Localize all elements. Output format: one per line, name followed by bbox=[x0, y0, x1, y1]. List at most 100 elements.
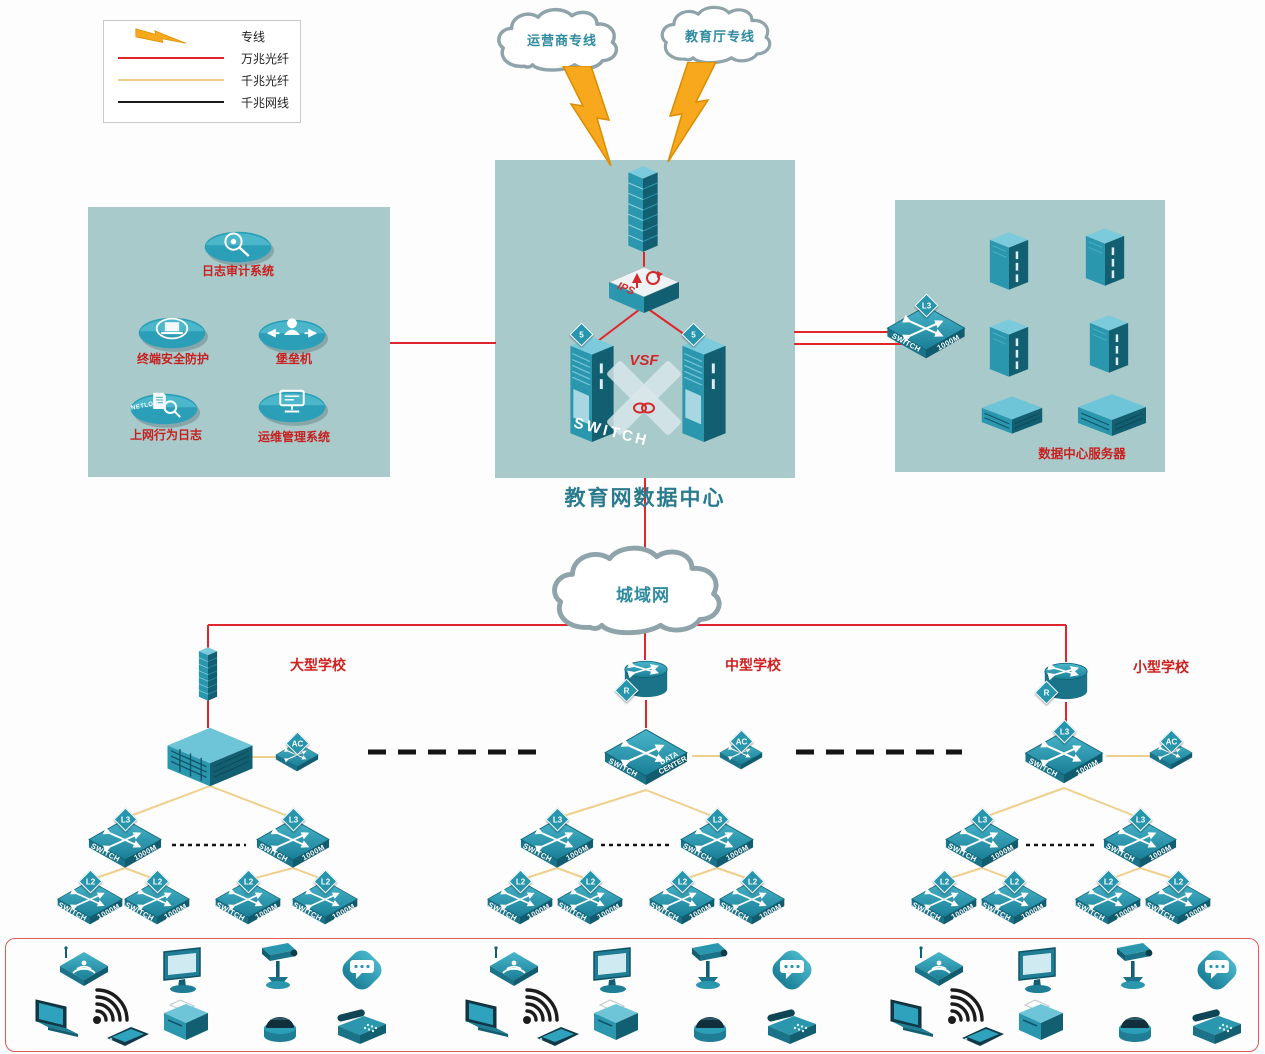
l2-access-switch[interactable]: L2 SWITCH 1000M bbox=[212, 869, 284, 930]
l3-aggregation-switch[interactable]: L3 SWITCH 1000M bbox=[942, 807, 1022, 874]
l3-aggregation-switch[interactable]: L3 SWITCH 1000M bbox=[517, 807, 597, 874]
smartphone[interactable] bbox=[533, 1014, 583, 1050]
legend-label: 专线 bbox=[241, 30, 266, 44]
large-school-core-switch[interactable] bbox=[165, 726, 255, 788]
l2-access-switch[interactable]: L2 SWITCH 1000M bbox=[978, 869, 1050, 930]
lightning-icon bbox=[135, 28, 187, 44]
printer[interactable] bbox=[590, 998, 642, 1048]
legend-label: 万兆光纤 bbox=[241, 52, 290, 66]
1g-fiber-line-sample bbox=[118, 79, 224, 81]
desktop-monitor[interactable] bbox=[1013, 946, 1065, 996]
legend-row-1g-cable: 千兆网线 bbox=[104, 91, 300, 113]
laptop[interactable] bbox=[28, 998, 84, 1046]
education-line-label: 教育厅专线 bbox=[684, 29, 755, 44]
desktop-monitor[interactable] bbox=[158, 946, 210, 996]
dome-camera[interactable] bbox=[1113, 1004, 1157, 1046]
chat-terminal[interactable] bbox=[1191, 948, 1243, 992]
legend: 专线 万兆光纤 千兆光纤 千兆网线 bbox=[103, 20, 301, 123]
dome-camera[interactable] bbox=[258, 1004, 302, 1046]
chat-terminal[interactable] bbox=[766, 948, 818, 992]
desk-phone[interactable] bbox=[764, 1004, 820, 1048]
chain-link-icon bbox=[633, 402, 655, 414]
net-behavior-log-label: 上网行为日志 bbox=[129, 428, 202, 442]
carrier-line-cloud[interactable]: 运营商专线 bbox=[486, 6, 638, 76]
ips-device[interactable]: IPS bbox=[607, 265, 681, 315]
bastion-label: 堡垒机 bbox=[275, 352, 312, 366]
datacenter-server[interactable] bbox=[986, 317, 1032, 379]
endpoint-group-large bbox=[5, 938, 435, 1050]
10g-fiber-line-sample bbox=[118, 57, 224, 59]
education-line-cloud[interactable]: 教育厅专线 bbox=[643, 4, 797, 68]
datacenter-title: 教育网数据中心 bbox=[564, 486, 726, 510]
ptz-camera[interactable] bbox=[252, 940, 304, 994]
l2-access-switch[interactable]: L2 SWITCH 1000M bbox=[121, 869, 193, 930]
l3-aggregation-switch[interactable]: L3 SWITCH 1000M bbox=[677, 807, 757, 874]
terminal-security-label: 终端安全防护 bbox=[136, 352, 209, 366]
man-cloud[interactable]: 城域网 bbox=[536, 543, 750, 641]
legend-row-1g-fiber: 千兆光纤 bbox=[104, 69, 300, 91]
small-school-router[interactable]: R bbox=[1034, 660, 1092, 705]
large-school-firewall[interactable] bbox=[193, 646, 223, 702]
l2-access-switch[interactable]: L2 SWITCH 1000M bbox=[646, 869, 718, 930]
storage-rack[interactable] bbox=[980, 394, 1044, 436]
vsf-label: VSF bbox=[629, 352, 659, 369]
bastion-host[interactable] bbox=[246, 308, 338, 362]
l2-access-switch[interactable]: L2 SWITCH 1000M bbox=[908, 869, 980, 930]
l3-aggregation-switch[interactable]: L3 SWITCH 1000M bbox=[85, 807, 165, 874]
legend-label: 千兆光纤 bbox=[241, 74, 290, 88]
log-audit-label: 日志审计系统 bbox=[201, 264, 274, 278]
vsf-link-graphic: VSF bbox=[598, 352, 690, 444]
wireless-controller-ac[interactable]: AC bbox=[718, 729, 764, 774]
lightning-bolt-left bbox=[561, 66, 612, 166]
l3-aggregation-switch[interactable]: L3 SWITCH 1000M bbox=[253, 807, 333, 874]
ptz-camera[interactable] bbox=[1107, 940, 1159, 994]
endpoint-group-small bbox=[860, 938, 1265, 1050]
legend-label: 千兆网线 bbox=[241, 96, 290, 110]
man-label: 城域网 bbox=[616, 586, 670, 605]
server-zone-title: 数据中心服务器 bbox=[1038, 447, 1126, 461]
laptop[interactable] bbox=[458, 998, 514, 1046]
datacenter-server[interactable] bbox=[986, 230, 1032, 292]
datacenter-server[interactable] bbox=[1086, 313, 1132, 375]
wireless-controller-ac[interactable]: AC bbox=[274, 731, 320, 776]
smartphone[interactable] bbox=[103, 1014, 153, 1050]
large-school-label: 大型学校 bbox=[290, 657, 346, 673]
desk-phone[interactable] bbox=[334, 1004, 390, 1048]
l2-access-switch[interactable]: L2 SWITCH 1000M bbox=[1072, 869, 1144, 930]
server-zone-switch[interactable]: L3 SWITCH 1000M bbox=[884, 293, 968, 366]
lightning-bolt-right bbox=[667, 62, 717, 162]
endpoint-group-medium bbox=[435, 938, 865, 1050]
rack-server[interactable] bbox=[1076, 392, 1148, 438]
printer[interactable] bbox=[160, 998, 212, 1048]
net-behavior-log-system[interactable]: NETLOG bbox=[118, 382, 210, 436]
desk-phone[interactable] bbox=[1189, 1004, 1245, 1048]
l2-access-switch[interactable]: L2 SWITCH 1000M bbox=[554, 869, 626, 930]
l2-access-switch[interactable]: L2 SWITCH 1000M bbox=[1142, 869, 1214, 930]
log-audit-system[interactable] bbox=[192, 220, 284, 274]
printer[interactable] bbox=[1015, 998, 1067, 1048]
desktop-monitor[interactable] bbox=[588, 946, 640, 996]
chat-terminal[interactable] bbox=[336, 948, 388, 992]
wireless-controller-ac[interactable]: AC bbox=[1148, 729, 1194, 774]
medium-school-router[interactable]: R bbox=[614, 658, 672, 703]
1g-cable-line-sample bbox=[118, 101, 224, 103]
dome-camera[interactable] bbox=[688, 1004, 732, 1046]
l2-access-switch[interactable]: L2 SWITCH 1000M bbox=[716, 869, 788, 930]
legend-row-dedicated: 专线 bbox=[104, 25, 300, 47]
ptz-camera[interactable] bbox=[682, 940, 734, 994]
l2-access-switch[interactable]: L2 SWITCH 1000M bbox=[484, 869, 556, 930]
terminal-security-system[interactable] bbox=[126, 306, 218, 360]
core-firewall[interactable] bbox=[619, 164, 667, 254]
l3-aggregation-switch[interactable]: L3 SWITCH 1000M bbox=[1100, 807, 1180, 874]
small-school-core-switch[interactable]: L3 SWITCH 1000M bbox=[1020, 719, 1108, 790]
carrier-line-label: 运营商专线 bbox=[526, 33, 597, 48]
l2-access-switch[interactable]: L2 SWITCH 1000M bbox=[289, 869, 361, 930]
smartphone[interactable] bbox=[958, 1014, 1008, 1050]
datacenter-server[interactable] bbox=[1082, 226, 1128, 288]
ops-management-system[interactable] bbox=[246, 380, 338, 434]
legend-row-10g: 万兆光纤 bbox=[104, 47, 300, 69]
laptop[interactable] bbox=[883, 998, 939, 1046]
l2-access-switch[interactable]: L2 SWITCH 1000M bbox=[54, 869, 126, 930]
